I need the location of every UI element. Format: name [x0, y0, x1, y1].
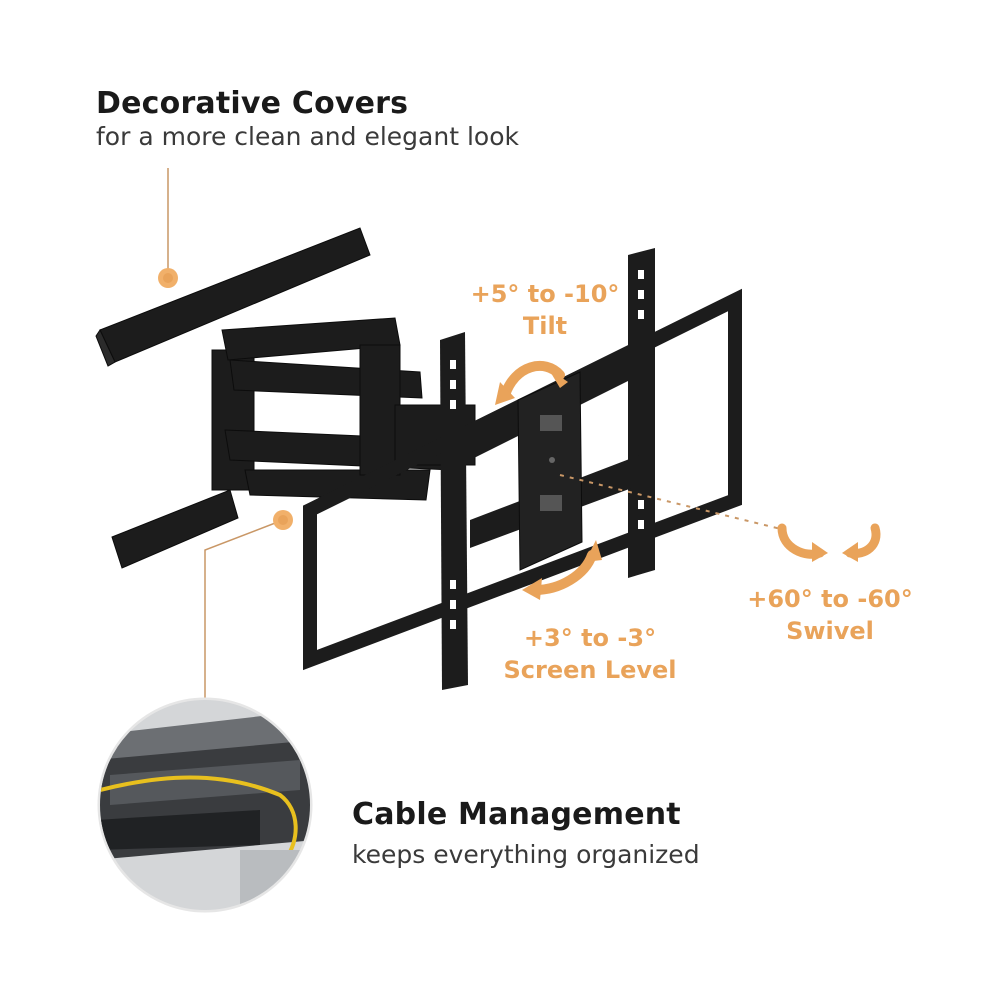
cable-management-title: Cable Management	[352, 797, 681, 832]
left-vertical-rail	[440, 332, 468, 690]
right-vertical-rail	[628, 248, 655, 578]
swivel-range: +60° to -60°	[747, 585, 913, 613]
cable-management-subtitle: keeps everything organized	[352, 840, 700, 869]
cable-leader-line	[204, 519, 284, 700]
swivel-axis-line	[559, 474, 786, 531]
tilt-label: Tilt	[522, 312, 568, 340]
screen-level-range: +3° to -3°	[523, 624, 657, 652]
swivel-arrow-icon	[777, 523, 881, 559]
cable-management-inset	[97, 697, 313, 913]
decorative-covers-title: Decorative Covers	[96, 86, 409, 121]
tilt-arrow-icon	[500, 361, 565, 400]
tilt-plate	[517, 371, 583, 571]
mount-arm-assembly	[95, 227, 476, 569]
decorative-covers-subtitle: for a more clean and elegant look	[96, 122, 519, 151]
tilt-range: +5° to -10°	[470, 280, 620, 308]
swivel-label: Swivel	[786, 617, 874, 645]
screen-level-label: Screen Level	[503, 656, 677, 684]
